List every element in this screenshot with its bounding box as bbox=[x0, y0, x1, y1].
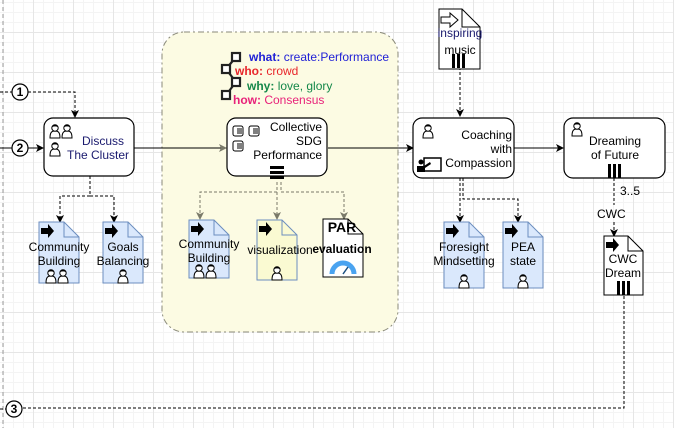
annotation-who-value: crowd bbox=[266, 64, 299, 78]
edge-coaching-to-pea[interactable] bbox=[462, 178, 522, 223]
doc-goals-balancing-line2: Balancing bbox=[96, 254, 150, 268]
edge-cwc-to-event-3[interactable] bbox=[22, 296, 625, 409]
start-event-3-label: 3 bbox=[10, 402, 18, 416]
doc-pea-state[interactable] bbox=[502, 221, 544, 289]
task-coaching-line2: with bbox=[490, 142, 512, 156]
task-collective-line2: SDG bbox=[295, 134, 322, 148]
annotation-why-key: why: bbox=[247, 79, 275, 93]
doc-cwc-dream-line1: CWC bbox=[608, 252, 638, 266]
edge-collective-to-par[interactable] bbox=[280, 182, 348, 220]
edge-label-cwc: CWC bbox=[597, 207, 626, 221]
doc-inspiring-music-line2: music bbox=[444, 43, 476, 57]
doc-foresight-line1: Foresight bbox=[438, 240, 490, 254]
doc-par-line2: evaluation bbox=[312, 242, 372, 256]
annotation-why-value: love, glory bbox=[277, 79, 333, 93]
doc-community-building-2-line2: Building bbox=[187, 251, 231, 265]
task-dreaming-line1: Dreaming bbox=[588, 134, 642, 148]
edge-discuss-to-community[interactable] bbox=[56, 176, 91, 223]
gauge-icon bbox=[329, 260, 357, 275]
doc-community-building-1-line1: Community bbox=[28, 240, 90, 254]
task-discuss-line2: The Cluster bbox=[66, 148, 130, 162]
annotation-how: how: Consensus bbox=[233, 93, 324, 107]
doc-par-line1: PAR bbox=[327, 219, 357, 235]
annotation-what: what: create:Performance bbox=[249, 50, 389, 64]
doc-community-building-2-line1: Community bbox=[178, 237, 240, 251]
annotation-why: why: love, glory bbox=[247, 79, 332, 93]
task-coaching-line1: Coaching bbox=[461, 128, 512, 142]
doc-visualization[interactable] bbox=[256, 219, 298, 281]
edge-1-to-discuss[interactable] bbox=[28, 91, 79, 118]
parallel-marker-icon bbox=[608, 164, 621, 178]
annotation-how-key: how: bbox=[233, 93, 261, 107]
task-collective-line1: Collective bbox=[269, 120, 322, 134]
outline-arrow-icon bbox=[440, 11, 459, 29]
doc-visualization-label: visualization bbox=[247, 243, 313, 257]
edge-label-multiplicity: 3..5 bbox=[620, 184, 641, 198]
annotation-how-value: Consensus bbox=[264, 93, 325, 107]
doc-goals-balancing-line1: Goals bbox=[107, 240, 139, 254]
teacher-board-icon bbox=[417, 157, 442, 172]
doc-foresight-mindsetting[interactable] bbox=[443, 221, 485, 289]
sequential-marker-icon bbox=[270, 166, 284, 179]
annotation-who-key: who: bbox=[235, 64, 263, 78]
doc-community-building-1-line2: Building bbox=[37, 254, 81, 268]
doc-pea-line1: PEA bbox=[510, 240, 535, 254]
doc-par-evaluation[interactable] bbox=[322, 218, 364, 278]
annotation-what-key: what: bbox=[249, 50, 281, 64]
edge-discuss-to-goals[interactable] bbox=[90, 195, 118, 223]
task-collective-line3: Performance bbox=[253, 148, 322, 162]
parallel-marker-icon bbox=[452, 54, 465, 68]
doc-cwc-dream-line2: Dream bbox=[604, 266, 641, 280]
annotation-what-value: create:Performance bbox=[283, 50, 390, 64]
doc-pea-line2: state bbox=[509, 254, 536, 268]
start-event-1-label: 1 bbox=[16, 85, 24, 99]
doc-foresight-line2: Mindsetting bbox=[433, 254, 495, 268]
doc-community-building-1[interactable] bbox=[38, 221, 80, 284]
task-discuss-line1: Discuss bbox=[81, 134, 124, 148]
doc-inspiring-music-line1: inspiring bbox=[437, 26, 483, 40]
annotation-who: who: crowd bbox=[235, 64, 298, 78]
task-coaching-line3: Compassion bbox=[445, 156, 512, 170]
start-event-2-label: 2 bbox=[16, 141, 24, 155]
parallel-marker-icon bbox=[617, 281, 630, 295]
annotation-tree-icon bbox=[220, 51, 242, 101]
task-dreaming-line2: of Future bbox=[590, 148, 640, 162]
doc-goals-balancing[interactable] bbox=[102, 221, 144, 284]
doc-inspiring-music[interactable] bbox=[438, 8, 481, 70]
